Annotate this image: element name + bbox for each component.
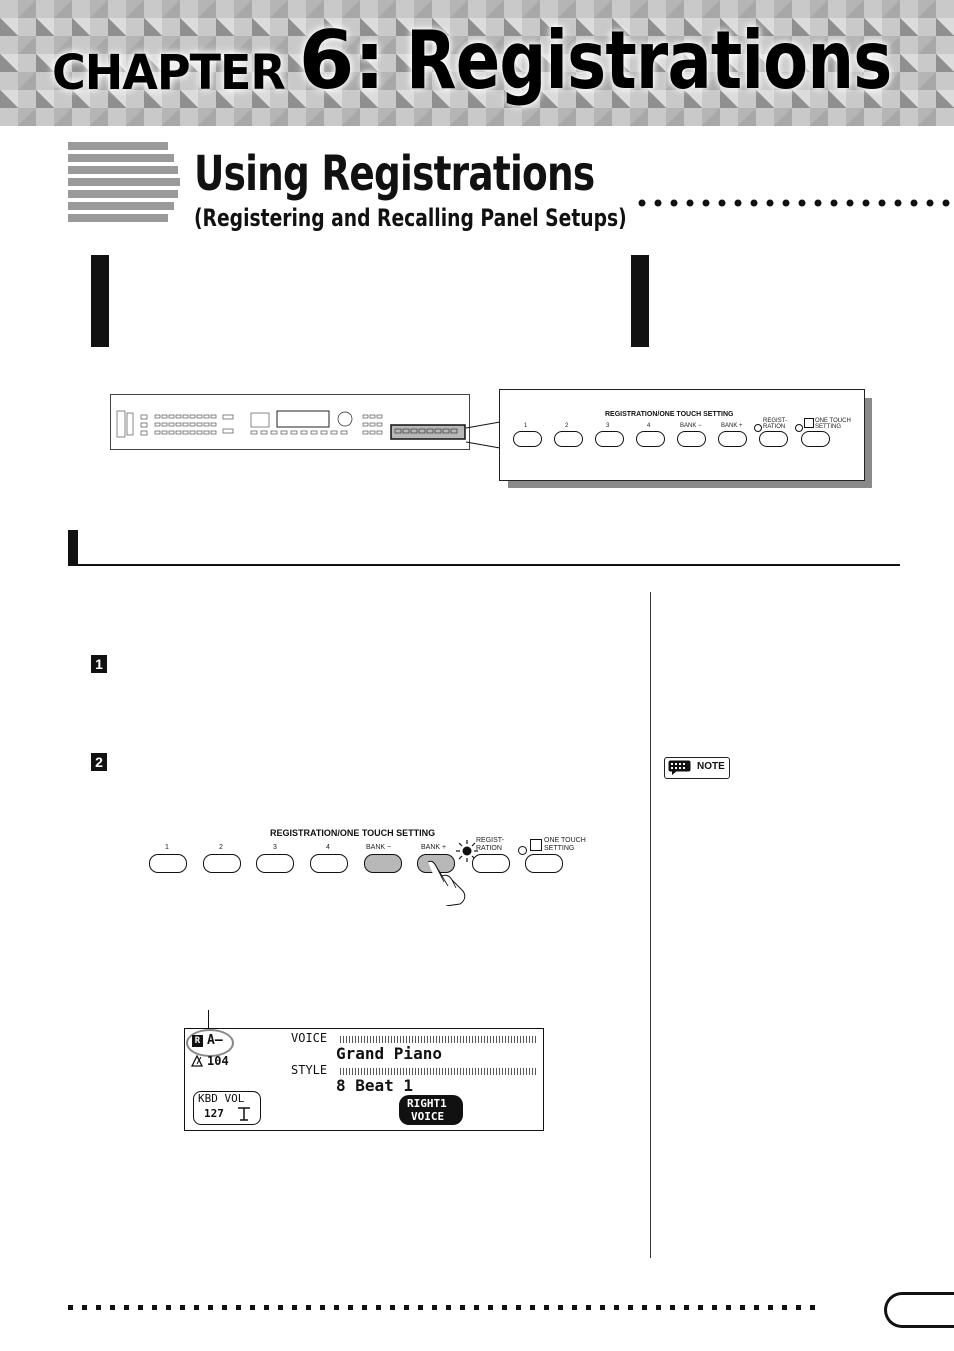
detail-label-2: 2 [219, 844, 223, 851]
detail-one-touch-button[interactable] [525, 854, 563, 873]
button-label-4: 4 [647, 423, 651, 429]
registration-panel-detail: REGISTRATION/ONE TOUCH SETTING 1 2 3 4 B… [140, 826, 600, 906]
lcd-part-line1: RIGHT1 [407, 1097, 447, 1110]
kbd-vol-box: KBD VOL 127 [193, 1091, 261, 1125]
zoomed-registration-panel: REGISTRATION/ONE TOUCH SETTING 1 2 3 4 B… [499, 389, 865, 481]
one-touch-setting-button[interactable] [801, 431, 830, 447]
bank-minus-label: BANK − [680, 423, 702, 429]
one-touch-label: ONE TOUCH SETTING [815, 418, 851, 430]
panel-overview-graphic [116, 410, 466, 440]
lcd-part-line2: VOICE [411, 1110, 445, 1123]
detail-button-2[interactable] [203, 854, 241, 873]
bottom-dotted-rule [68, 1305, 815, 1310]
detail-label-1: 1 [165, 844, 169, 851]
pressing-hand-icon [427, 860, 466, 906]
registration-r-icon: R [192, 1035, 203, 1047]
registration-button[interactable] [759, 431, 788, 447]
detail-bank-plus-label: BANK + [421, 844, 447, 851]
dotted-rule [638, 199, 950, 207]
one-touch-lamp-icon [795, 424, 803, 432]
metronome-icon [190, 1055, 204, 1067]
lamp-lit-icon [456, 840, 478, 862]
button-label-3: 3 [606, 423, 610, 429]
lcd-bank: A– [207, 1033, 223, 1048]
bank-plus-label: BANK + [721, 423, 743, 429]
detail-label-3: 3 [273, 844, 277, 851]
chapter-number: 6: [298, 14, 386, 107]
detail-bank-minus-label: BANK − [366, 844, 392, 851]
lcd-leader-line [208, 1010, 209, 1032]
detail-bank-minus-button[interactable] [364, 854, 402, 873]
lcd-display: R A– 104 VOICE Grand Piano STYLE 8 Beat … [184, 1028, 544, 1131]
detail-button-1[interactable] [149, 854, 187, 873]
note-badge: NOTE [664, 757, 730, 779]
step-number-1: 1 [91, 655, 107, 673]
detail-one-touch-lamp-icon [518, 846, 527, 855]
part-indicator: RIGHT1 VOICE [399, 1095, 463, 1125]
right-black-bar [631, 255, 649, 347]
voice-hatch [340, 1036, 538, 1043]
registration-section-highlight [390, 424, 466, 440]
lcd-tempo: 104 [207, 1054, 229, 1068]
lcd-style-name: 8 Beat 1 [336, 1076, 414, 1095]
bank-plus-button[interactable] [718, 431, 747, 447]
registration-label: REGIST- RATION [763, 418, 788, 430]
note-label: NOTE [697, 761, 725, 772]
heading-rule [68, 564, 900, 566]
bank-highlight-ring [186, 1029, 234, 1057]
hand-icon [804, 418, 814, 428]
section-subtitle: (Registering and Recalling Panel Setups) [194, 204, 627, 232]
detail-registration-button[interactable] [472, 854, 510, 873]
section-title: Using Registrations [194, 146, 595, 202]
style-hatch [340, 1068, 538, 1075]
detail-registration-label: REGIST- RATION [476, 837, 505, 852]
lcd-voice-label: VOICE [291, 1031, 328, 1045]
button-label-1: 1 [524, 423, 528, 429]
column-divider [650, 592, 651, 1258]
chapter-name: Registrations [406, 14, 892, 107]
step-number-2: 2 [91, 753, 107, 771]
registration-button-4[interactable] [636, 431, 665, 447]
lcd-style-label: STYLE [291, 1063, 328, 1077]
registration-button-1[interactable] [513, 431, 542, 447]
lcd-kbd-vol-label: KBD VOL [198, 1092, 245, 1105]
registration-button-3[interactable] [595, 431, 624, 447]
detail-button-4[interactable] [310, 854, 348, 873]
registration-button-2[interactable] [554, 431, 583, 447]
section-stripes-graphic [68, 142, 180, 222]
heading-marker [68, 530, 78, 566]
note-icon [668, 760, 691, 775]
left-black-bar [91, 255, 109, 347]
panel-group-label: REGISTRATION/ONE TOUCH SETTING [605, 411, 734, 418]
callout-lines [465, 421, 501, 449]
page-number-tab [884, 1292, 954, 1328]
lcd-kbd-vol-value: 127 [204, 1107, 224, 1120]
registration-lamp-icon [754, 424, 762, 432]
volume-slider-icon [238, 1107, 250, 1121]
detail-button-3[interactable] [256, 854, 294, 873]
banner-pattern [0, 0, 954, 126]
instrument-panel-overview [110, 394, 470, 450]
bank-minus-button[interactable] [677, 431, 706, 447]
detail-label-4: 4 [326, 844, 330, 851]
detail-one-touch-label: ONE TOUCH SETTING [544, 837, 586, 852]
button-label-2: 2 [565, 423, 569, 429]
chapter-word: CHAPTER [52, 43, 286, 101]
detail-group-label: REGISTRATION/ONE TOUCH SETTING [270, 828, 436, 838]
detail-hand-icon [530, 839, 542, 851]
lcd-voice-name: Grand Piano [336, 1044, 442, 1063]
